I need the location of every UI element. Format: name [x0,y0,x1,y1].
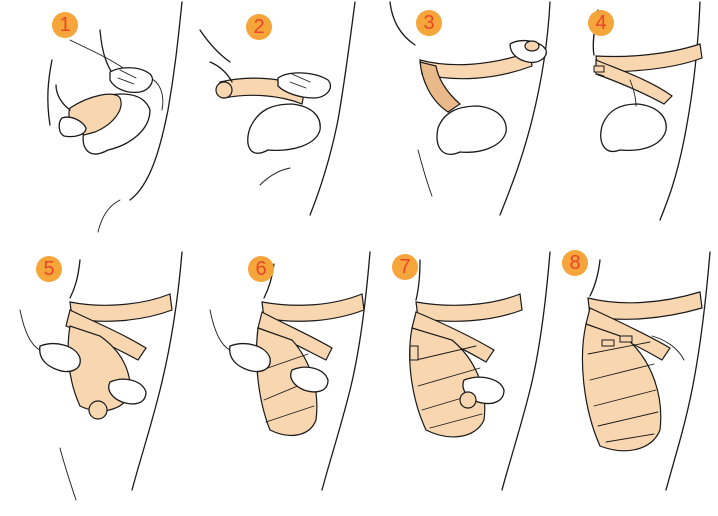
step-8-illustration [560,250,718,516]
step-5-badge: 5 [36,256,62,282]
step-2-illustration [180,0,360,250]
step-8-panel: 8 [560,250,718,516]
step-6-illustration [200,250,390,516]
step-6-number: 6 [255,259,266,279]
step-1-number: 1 [59,15,70,35]
step-2-badge: 2 [246,14,272,40]
step-8-number: 8 [569,253,580,273]
step-7-number: 7 [399,257,410,277]
step-5-illustration [0,250,200,516]
step-6-badge: 6 [248,256,274,282]
step-6-panel: 6 [200,250,390,516]
step-3-badge: 3 [416,10,442,36]
step-1-illustration [0,0,180,250]
step-5-number: 5 [43,259,54,279]
step-4-number: 4 [595,13,606,33]
step-5-panel: 5 [0,250,200,516]
step-7-panel: 7 [390,250,560,516]
step-3-panel: 3 [360,0,560,250]
step-2-panel: 2 [180,0,360,250]
step-2-number: 2 [253,17,264,37]
step-3-number: 3 [423,13,434,33]
step-4-illustration [560,0,718,250]
step-7-badge: 7 [392,254,418,280]
step-7-illustration [390,250,560,516]
step-4-panel: 4 [560,0,718,250]
step-4-badge: 4 [588,10,614,36]
step-8-badge: 8 [562,250,588,276]
step-1-panel: 1 [0,0,180,250]
step-3-illustration [360,0,560,250]
step-1-badge: 1 [52,12,78,38]
